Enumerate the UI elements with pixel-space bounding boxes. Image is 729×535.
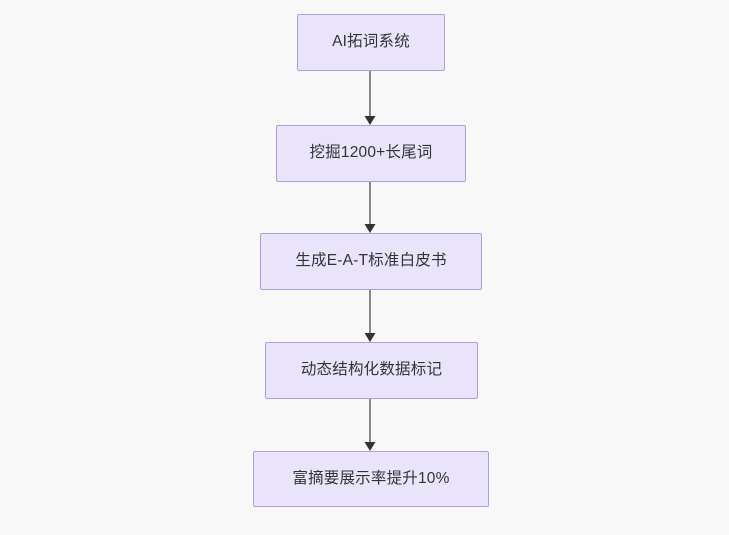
flow-edge-4-to-5 [360,399,380,451]
flow-node-mine-longtail-keywords[interactable]: 挖掘1200+长尾词 [276,125,466,182]
flow-node-ai-keyword-system[interactable]: AI拓词系统 [297,14,445,71]
flow-edge-2-to-3 [360,182,380,233]
flow-node-label: 挖掘1200+长尾词 [309,144,433,162]
flow-node-dynamic-structured-data-markup[interactable]: 动态结构化数据标记 [265,342,478,399]
flow-node-rich-snippet-impression-lift[interactable]: 富摘要展示率提升10% [253,451,489,507]
flow-node-generate-eat-whitepaper[interactable]: 生成E-A-T标准白皮书 [260,233,482,290]
flow-edge-3-to-4 [360,290,380,342]
flow-node-label: 动态结构化数据标记 [300,361,443,379]
flow-edge-1-to-2 [360,71,380,125]
flow-node-label: AI拓词系统 [332,33,410,51]
flow-node-label: 富摘要展示率提升10% [292,469,450,487]
flow-node-label: 生成E-A-T标准白皮书 [295,252,447,270]
